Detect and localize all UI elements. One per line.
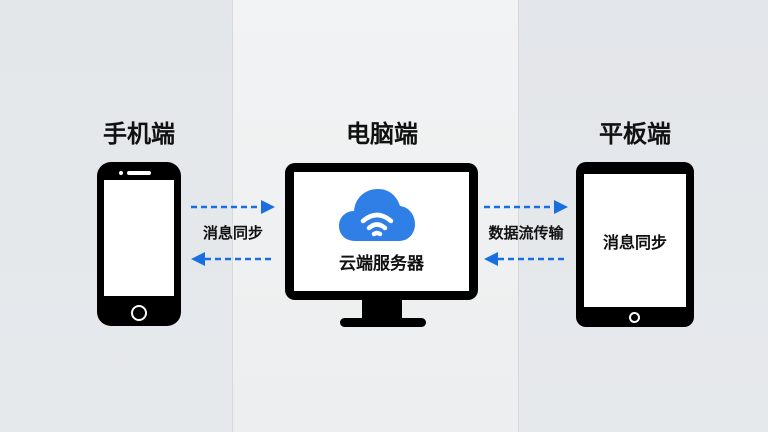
monitor-stand-neck [362, 300, 402, 320]
tablet-icon: 消息同步 [576, 162, 694, 327]
arrow-right-icon [191, 200, 275, 214]
link-label-phone-computer: 消息同步 [202, 224, 263, 242]
tablet-title: 平板端 [599, 120, 671, 148]
phone-screen [104, 180, 174, 296]
phone-title: 手机端 [103, 120, 175, 148]
arrow-left-icon [484, 252, 568, 266]
arrow-left-icon [191, 252, 275, 266]
cloud-wifi-icon [339, 189, 415, 241]
monitor-stand-base [340, 318, 426, 327]
smartphone-icon [97, 162, 181, 326]
phone-home-button [131, 305, 147, 321]
link-label-computer-tablet: 数据流传输 [488, 224, 564, 242]
cloud-server-label: 云端服务器 [339, 254, 424, 274]
tablet-home-button [629, 312, 640, 323]
arrow-right-icon [484, 200, 568, 214]
phone-camera [119, 171, 123, 175]
phone-speaker [127, 171, 151, 175]
tablet-screen: 消息同步 [584, 174, 686, 307]
tablet-screen-label: 消息同步 [602, 232, 667, 252]
computer-title: 电脑端 [346, 120, 418, 148]
